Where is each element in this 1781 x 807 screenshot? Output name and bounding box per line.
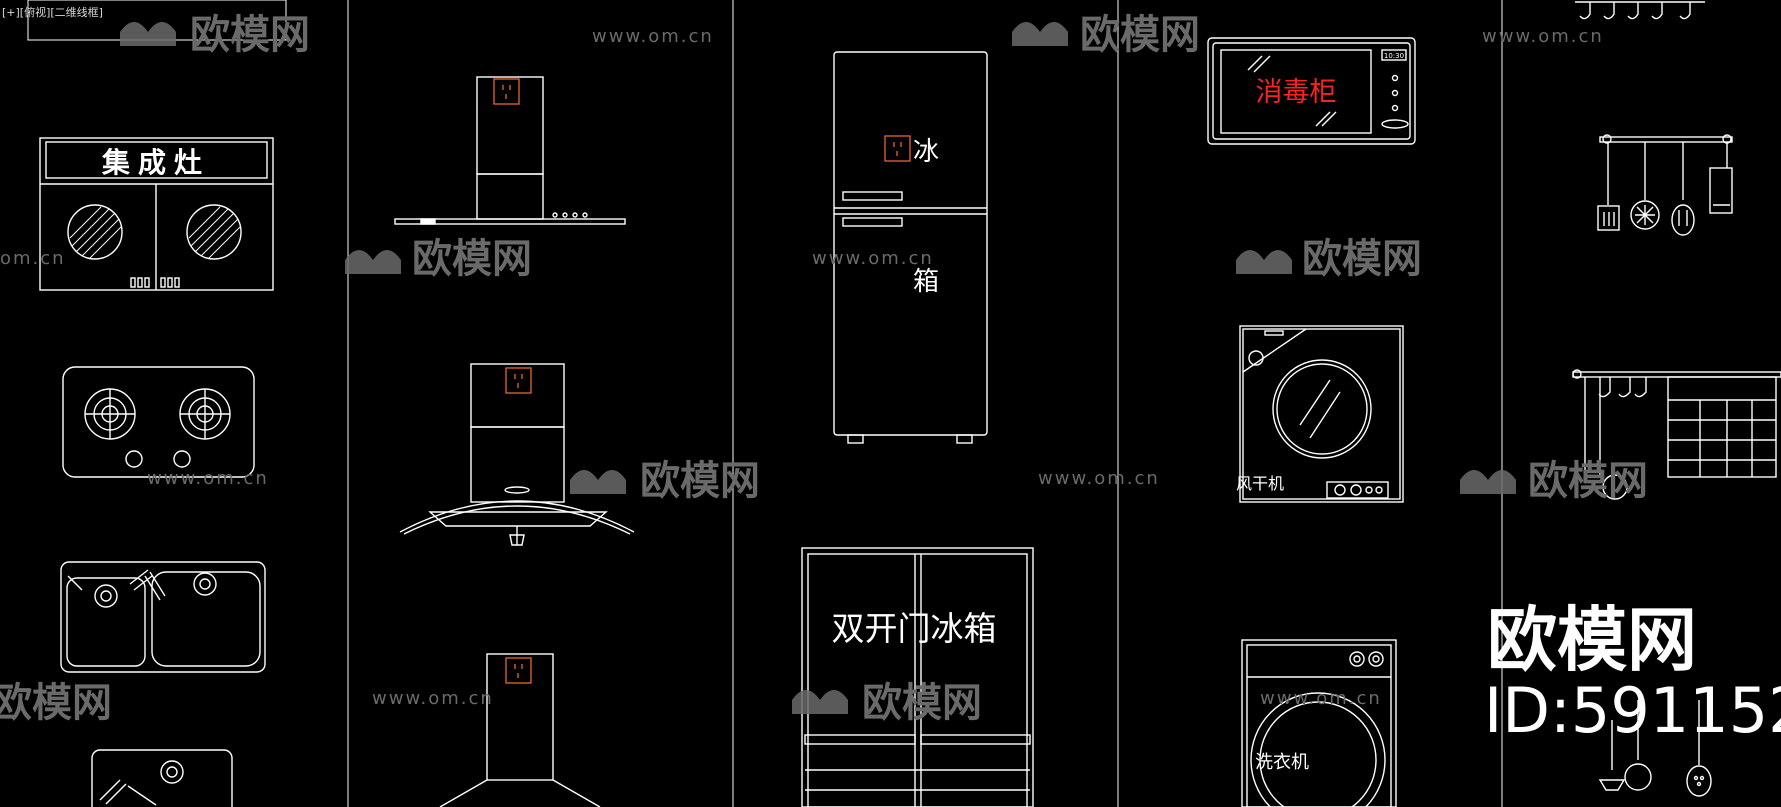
watermark-brand: 欧模网 [190,12,310,58]
refrigerator [833,51,988,444]
watermark-brand: 欧模网 [0,680,112,726]
watermark-url: www.om.cn [1038,468,1160,489]
washing-machine [1241,639,1397,807]
top-hook-rail [1575,1,1705,20]
watermark-url: www.om.cn [1482,26,1604,47]
utensil-rack [1572,369,1781,500]
double-door-fridge [801,547,1034,807]
watermark-brand: 欧模网 [412,236,532,282]
dryer [1239,325,1404,503]
watermark-url: www.om.cn [1260,688,1382,709]
column-dividers [347,0,1503,807]
single-sink [91,749,233,807]
watermark-id: ID:591152 [1484,674,1781,747]
range-hood-t-shape [394,76,626,225]
watermark-brand-large: 欧模网 [1487,599,1697,681]
watermark-url: www.om.cn [812,248,934,269]
socket-icon [505,367,532,394]
sterilizer-display: 10:30 [1384,52,1404,60]
sterilizer-label: 消毒柜 [1256,77,1337,108]
utensil-rail [1597,134,1733,236]
sterilizer-cabinet [1207,37,1416,145]
hanging-ladles [1598,700,1712,797]
watermark-urls: www.om.cn www.om.cn www.om.cn www.om.cn … [0,26,1604,709]
washer-label: 洗衣机 [1255,752,1309,773]
double-door-fridge-label: 双开门冰箱 [832,609,997,648]
watermark-url: om.cn [0,248,66,269]
watermark-brand: 欧模网 [862,680,982,726]
fridge-label-2: 箱 [913,267,939,297]
watermark-brand: 欧模网 [640,458,760,504]
gas-hob [62,366,255,478]
socket-icon [884,135,911,162]
double-sink [60,561,266,673]
watermark-texts: 欧模网 欧模网 欧模网 欧模网 欧模网 欧模网 欧模网 欧模网 [0,12,1648,726]
watermark-url: www.om.cn [147,468,269,489]
watermark-logo-icon [120,22,1516,714]
range-hood-pyramid [439,653,601,807]
integrated-stove-label: 集成灶 [101,146,210,179]
fridge-label-1: 冰 [913,137,939,167]
watermark-layer [120,22,1516,714]
socket-icon [493,78,520,105]
watermark-brand: 欧模网 [1528,458,1648,504]
watermark-url: www.om.cn [592,26,714,47]
watermark-brand: 欧模网 [1302,236,1422,282]
watermark-brand: 欧模网 [1080,12,1200,58]
range-hood-curved [399,363,635,546]
viewport-label[interactable]: [+][俯视][二维线框] [2,6,103,19]
dryer-label: 风干机 [1236,474,1284,493]
watermark-url: www.om.cn [372,688,494,709]
socket-icon [505,657,532,684]
integrated-stove [39,137,274,291]
